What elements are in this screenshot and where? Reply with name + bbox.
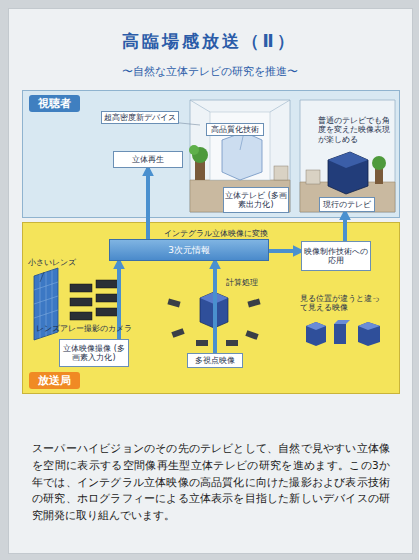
flow-arrow bbox=[117, 261, 121, 339]
note-text: 普通のテレビでも角度を変えた映像表現が楽しめる bbox=[318, 116, 392, 144]
process-box: 立体再生 bbox=[113, 151, 183, 168]
node-text: 現行のテレビ bbox=[323, 200, 371, 209]
node-text: 高品質化技術 bbox=[211, 125, 259, 134]
flow-arrow bbox=[343, 212, 347, 241]
device-box: 超高密度新デバイス bbox=[101, 111, 179, 124]
part-label: 計算処理 bbox=[226, 278, 266, 287]
display-box: 立体テレビ (多画素出力化) bbox=[223, 187, 289, 213]
title: 高臨場感放送（Ⅱ） bbox=[0, 30, 419, 53]
node-text: 映像制作技術への応用 bbox=[302, 247, 370, 265]
part-label: 撮影のカメラ bbox=[84, 324, 134, 333]
band-heading: 放送局 bbox=[29, 372, 80, 389]
multiview-box: 多視点映像 bbox=[187, 353, 243, 368]
node-text: 立体再生 bbox=[132, 155, 164, 164]
node-text: 多視点映像 bbox=[195, 356, 235, 365]
capture-box: 立体映像撮像 (多画素入力化) bbox=[59, 339, 129, 367]
node-text: 3次元情報 bbox=[168, 244, 210, 257]
info-band: インテグラル立体映像に変換3次元情報 bbox=[109, 239, 269, 261]
subtitle: 〜自然な立体テレビの研究を推進〜 bbox=[0, 64, 419, 79]
part-label: 小さいレンズ bbox=[28, 258, 88, 267]
flow-arrow bbox=[146, 168, 150, 239]
node-text: 超高密度新デバイス bbox=[104, 113, 176, 122]
band-heading: 視聴者 bbox=[29, 95, 80, 112]
tech-box: 高品質化技術 bbox=[206, 123, 264, 136]
box-heading: インテグラル立体映像に変換 bbox=[164, 228, 268, 239]
flow-arrow bbox=[213, 261, 217, 353]
node-text: 立体テレビ (多画素出力化) bbox=[224, 191, 288, 209]
viewer-band: 視聴者超高密度新デバイス高品質化技術立体再生立体テレビ (多画素出力化) 現行のテ… bbox=[22, 90, 400, 218]
node-text: 立体映像撮像 (多画素入力化) bbox=[60, 344, 128, 362]
part-label: レンズアレー bbox=[36, 324, 86, 333]
note-text: 見る位置が違うと違って見える映像 bbox=[300, 294, 382, 313]
caption: スーパーハイビジョンのその先のテレビとして、自然で見やすい立体像を空間に表示する… bbox=[32, 440, 390, 524]
flow-arrow bbox=[269, 249, 301, 253]
application-box: 映像制作技術への応用 bbox=[301, 241, 371, 271]
tv-box: 現行のテレビ bbox=[319, 197, 375, 212]
